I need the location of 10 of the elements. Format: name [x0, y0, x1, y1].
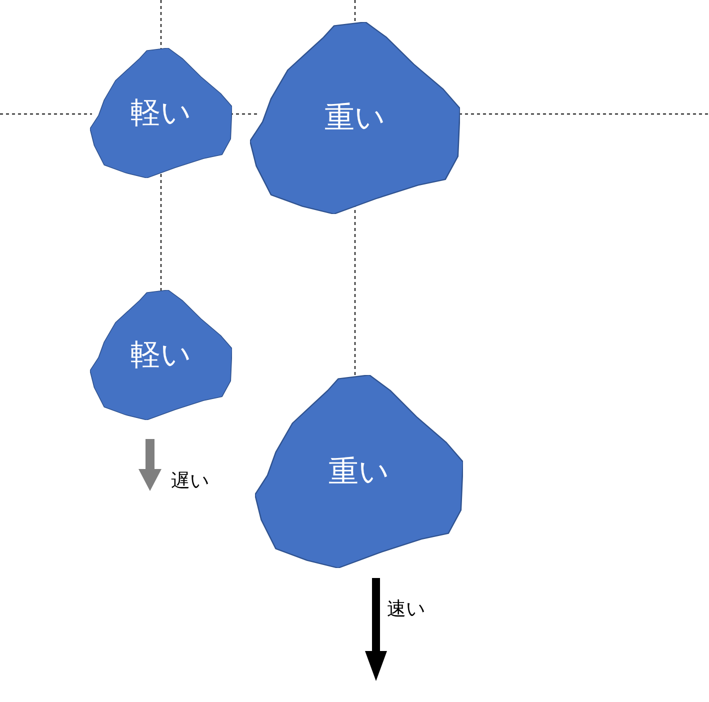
rock-shape	[90, 290, 232, 420]
rock-label: 重い	[328, 453, 390, 491]
rock-label: 軽い	[130, 336, 192, 374]
rock-label: 軽い	[130, 94, 192, 132]
rock-label: 重い	[324, 100, 386, 138]
speed-label: 遅い	[171, 469, 209, 494]
rock-shape	[255, 375, 463, 568]
rock-shape	[90, 48, 232, 178]
speed-label: 速い	[387, 597, 425, 622]
rock-shape	[250, 22, 460, 214]
